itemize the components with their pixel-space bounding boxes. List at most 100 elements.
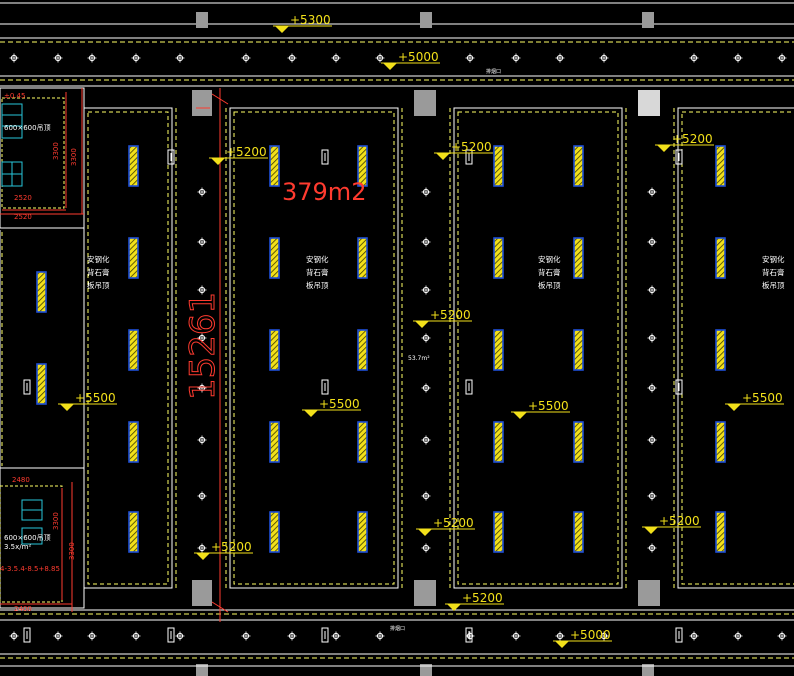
- hatched-lamp-icon: [269, 511, 280, 553]
- crosshair-sprinkler-icon: [421, 435, 431, 445]
- room-note-3-line-2: 背石膏: [538, 267, 561, 277]
- triangle-level-icon: [304, 410, 318, 417]
- crosshair-sprinkler-icon: [87, 53, 97, 63]
- level-room-2-text: +5200: [451, 140, 492, 154]
- crosshair-sprinkler-icon: [197, 285, 207, 295]
- smoke-detector-icon: [675, 627, 683, 643]
- crosshair-sprinkler-icon: [599, 53, 609, 63]
- level-room-1: +5200: [209, 145, 268, 165]
- hatched-lamp-icon: [715, 145, 726, 187]
- smoke-detector-icon: [23, 627, 31, 643]
- crosshair-sprinkler-icon: [197, 333, 207, 343]
- crosshair-sprinkler-icon: [421, 187, 431, 197]
- level-room-bottom-3-text: +5200: [659, 514, 700, 528]
- left-dim-2400: 2400: [14, 605, 32, 613]
- crosshair-sprinkler-icon: [197, 491, 207, 501]
- level-bottom-band: +5000: [553, 628, 612, 648]
- room-note-4-line-2: 背石膏: [762, 267, 785, 277]
- left-dim-2520-a: 2520: [14, 194, 32, 202]
- crosshair-sprinkler-icon: [287, 631, 297, 641]
- pipe-tag-bottom: 排烟口: [390, 625, 405, 632]
- room-note-2-line-3: 板吊顶: [306, 280, 329, 290]
- corridor-area-label: 53.7m²: [408, 355, 430, 362]
- crosshair-sprinkler-icon: [465, 631, 475, 641]
- hatched-lamp-icon: [36, 363, 47, 405]
- level-corridor-3: +5500: [511, 399, 570, 419]
- hatched-lamp-icon: [573, 421, 584, 463]
- hatched-lamp-icon: [573, 145, 584, 187]
- triangle-level-icon: [196, 553, 210, 560]
- crosshair-sprinkler-icon: [647, 383, 657, 393]
- crosshair-sprinkler-icon: [175, 53, 185, 63]
- hatched-lamp-icon: [493, 329, 504, 371]
- smoke-detector-icon: [321, 379, 329, 395]
- level-room-bottom-2-text: +5200: [433, 516, 474, 530]
- room-note-4: 安钢化 背石膏 板吊顶: [762, 254, 785, 290]
- triangle-level-icon: [418, 529, 432, 536]
- crosshair-sprinkler-icon: [555, 631, 565, 641]
- hatched-lamp-icon: [493, 237, 504, 279]
- room-note-2-line-1: 安钢化: [306, 254, 329, 264]
- hatched-lamp-icon: [715, 237, 726, 279]
- hatched-lamp-icon: [36, 271, 47, 313]
- left-dim-2480: 2480: [12, 476, 30, 484]
- room-note-3-line-1: 安钢化: [538, 254, 561, 264]
- hatched-lamp-icon: [128, 237, 139, 279]
- hatched-lamp-icon: [269, 421, 280, 463]
- hatched-lamp-icon: [357, 511, 368, 553]
- pipe-tag-top: 排烟口: [486, 68, 501, 75]
- room-outlines: [0, 107, 794, 589]
- room-note-3-line-3: 板吊顶: [538, 280, 561, 290]
- crosshair-sprinkler-icon: [733, 53, 743, 63]
- crosshair-sprinkler-icon: [375, 631, 385, 641]
- crosshair-sprinkler-icon: [511, 53, 521, 63]
- crosshair-sprinkler-icon: [331, 53, 341, 63]
- crosshair-sprinkler-icon: [777, 53, 787, 63]
- crosshair-sprinkler-icon: [647, 543, 657, 553]
- smoke-detector-icon: [167, 149, 175, 165]
- left-dim-3300-c: 3300: [52, 512, 60, 530]
- left-dim-2520-b: 2520: [14, 213, 32, 221]
- level-corridor-3-text: +5500: [528, 399, 569, 413]
- level-room-1-text: +5200: [226, 145, 267, 159]
- hatched-lamp-icon: [715, 511, 726, 553]
- area-label: 379m2: [282, 178, 366, 206]
- crosshair-sprinkler-icon: [689, 53, 699, 63]
- crosshair-sprinkler-icon: [53, 631, 63, 641]
- hatched-lamp-icon: [493, 421, 504, 463]
- crosshair-sprinkler-icon: [241, 631, 251, 641]
- crosshair-sprinkler-icon: [647, 333, 657, 343]
- level-corridor-4-text: +5500: [742, 391, 783, 405]
- triangle-level-icon: [644, 527, 658, 534]
- triangle-level-icon: [555, 641, 569, 648]
- triangle-level-icon: [657, 145, 671, 152]
- left-dim-3300-a: 3300: [52, 142, 60, 160]
- level-bottom-2-text: +5200: [462, 591, 503, 605]
- hatched-lamp-icon: [357, 145, 368, 187]
- sprinkler-group: [9, 53, 787, 641]
- left-detail-bottom-sub: 3.5x/m²: [4, 543, 31, 551]
- dimension-15261: 15261: [183, 292, 223, 400]
- hatched-lamp-icon: [128, 511, 139, 553]
- crosshair-sprinkler-icon: [421, 491, 431, 501]
- crosshair-sprinkler-icon: [465, 53, 475, 63]
- level-top-road-text: +5300: [290, 13, 331, 27]
- crosshair-sprinkler-icon: [555, 53, 565, 63]
- bottom-road-band: [0, 609, 794, 667]
- smoke-detector-icon: [321, 149, 329, 165]
- hatched-lamp-icon: [493, 145, 504, 187]
- lamp-group: [36, 145, 726, 553]
- level-room-3: +5200: [655, 132, 714, 152]
- crosshair-sprinkler-icon: [131, 53, 141, 63]
- smoke-detector-icon: [167, 627, 175, 643]
- left-detail-top-label: 600×600吊顶: [4, 124, 51, 132]
- triangle-level-icon: [60, 404, 74, 411]
- crosshair-sprinkler-icon: [647, 491, 657, 501]
- level-room-bottom-3: +5200: [642, 514, 701, 534]
- crosshair-sprinkler-icon: [241, 53, 251, 63]
- crosshair-sprinkler-icon: [689, 631, 699, 641]
- level-top-road: +5300: [273, 13, 332, 33]
- level-corridor-2-text: +5500: [319, 397, 360, 411]
- triangle-level-icon: [415, 321, 429, 328]
- left-scale-tiny: ±0.45: [4, 92, 25, 100]
